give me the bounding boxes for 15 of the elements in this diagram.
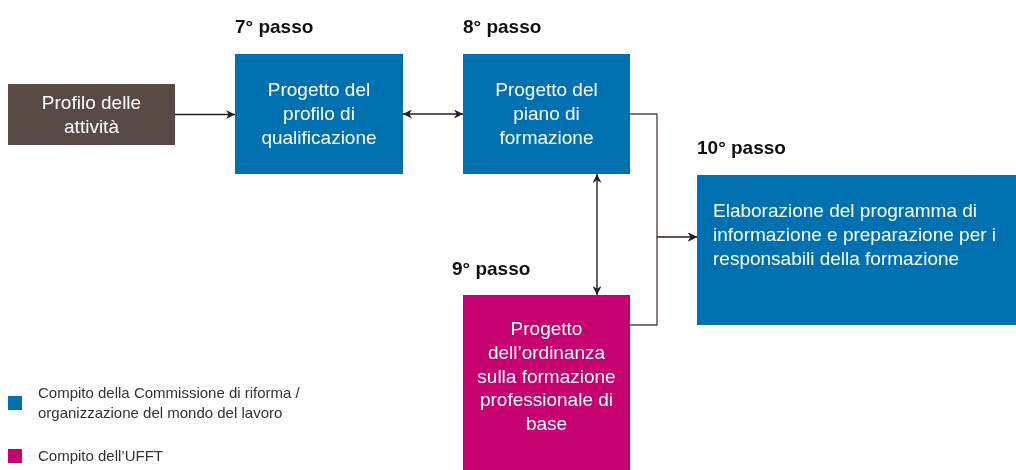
arrow	[629, 232, 698, 326]
arrow	[174, 110, 236, 119]
step-heading: 7° passo	[235, 16, 314, 38]
step-heading: 8° passo	[463, 16, 542, 38]
process-box: Progetto dell’ordinanza sulla formazione professionale di base	[463, 295, 630, 470]
legend-text: Compito della Commissione di riforma / organizzazione del mondo del lavoro	[38, 383, 301, 424]
legend-text: Compito dell’UFFT	[38, 446, 165, 466]
step-heading: 10° passo	[697, 137, 786, 159]
process-box: Progetto del profilo di qualificazione	[235, 54, 403, 174]
process-box: Profilo delle attività	[8, 84, 175, 145]
process-box: Progetto del piano di formazione	[463, 54, 630, 174]
arrow	[402, 109, 464, 119]
process-box: Elaborazione del programma di informazione e preparazione per i responsabili della formazione	[697, 175, 1016, 325]
step-heading: 9° passo	[452, 258, 531, 280]
arrow	[592, 173, 602, 296]
